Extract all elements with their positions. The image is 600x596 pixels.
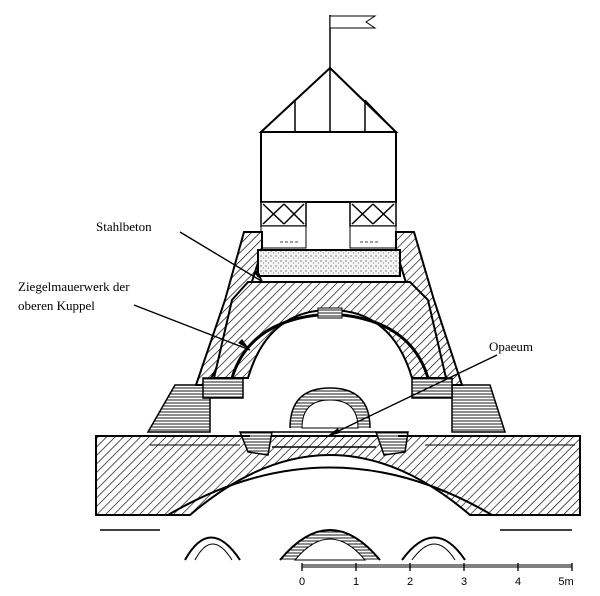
upper-dome-brick [212, 281, 448, 379]
lower-dome-shell [95, 435, 581, 561]
label-stahlbeton: Stahlbeton [96, 219, 152, 234]
upper-drum-walls [194, 231, 464, 399]
label-ziegel-line1: Ziegelmauerwerk der [18, 279, 130, 294]
lower-arch-left [184, 536, 241, 561]
scale-tick-label: 4 [515, 576, 521, 588]
side-steps [146, 384, 507, 433]
annotation-leaders [133, 231, 498, 438]
label-opaeum: Opaeum [489, 339, 533, 354]
top-pavilion [258, 15, 399, 249]
scale-tick-label: 0 [299, 576, 305, 588]
lower-arch-right [401, 536, 466, 561]
flag [329, 15, 377, 29]
reinforced-concrete-slab [257, 249, 401, 277]
leader-opaeum [325, 354, 498, 438]
scale-bar: 0 1 2 3 4 5m [299, 563, 574, 588]
scale-ticks: 0 1 2 3 4 5m [299, 563, 574, 588]
scale-tick-label: 5m [558, 576, 573, 588]
scale-tick-label: 1 [353, 576, 359, 588]
leader-stahlbeton [179, 231, 264, 283]
label-ziegel-line2: oberen Kuppel [18, 298, 95, 313]
scale-tick-label: 3 [461, 576, 467, 588]
scale-tick-label: 2 [407, 576, 413, 588]
leader-ziegel [133, 304, 251, 351]
opaeum-arch [289, 387, 371, 429]
opaeum-floor [96, 431, 580, 456]
